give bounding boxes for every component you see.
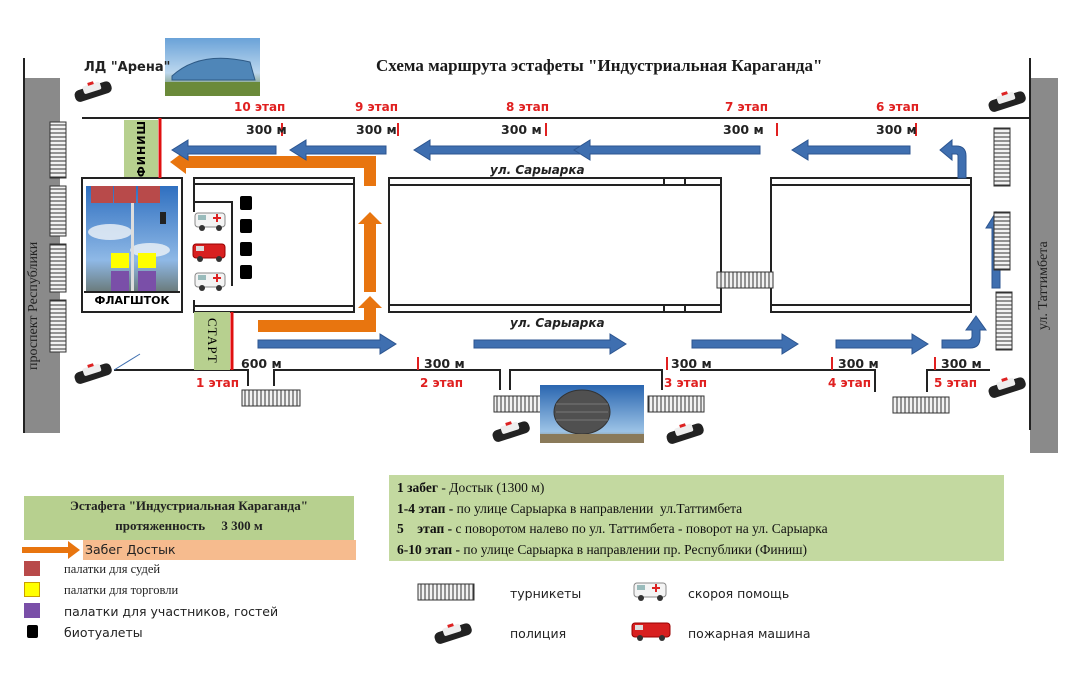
- arena-label: ЛД "Арена": [84, 60, 171, 75]
- arena-photo: [165, 38, 260, 96]
- police-car-icon: [74, 363, 112, 384]
- dostyk-run-route: [170, 150, 382, 332]
- stage-label: 4 этап: [828, 376, 871, 390]
- legend-title: Эстафета "Индустриальная Караганда": [70, 498, 308, 513]
- street-outline: [82, 117, 1030, 392]
- stage-label: 1 этап: [196, 376, 239, 390]
- legend-title-box: Эстафета "Индустриальная Караганда" прот…: [24, 496, 354, 540]
- block-flagpole: [81, 177, 183, 313]
- turnstile-icon: [417, 583, 475, 601]
- right-road-label: ул. Таттимбета: [1036, 241, 1051, 330]
- legend-item: палатки для судей: [64, 562, 161, 576]
- turnstile-icon: [49, 185, 67, 237]
- turnstile-icon: [716, 271, 774, 289]
- legend-icon-label: пожарная машина: [688, 626, 811, 641]
- stage-distance: 300 м: [876, 122, 917, 137]
- page-title: Схема маршрута эстафеты "Индустриальная …: [376, 56, 823, 75]
- guest-tent: [111, 271, 129, 291]
- desc-line: 1-4 этап - по улице Сарыарка в направлен…: [397, 500, 743, 516]
- legend-item: биотуалеты: [64, 625, 143, 640]
- relay-arrows-top: [171, 138, 967, 179]
- street-label-bottom: ул. Сарыарка: [510, 316, 605, 330]
- police-car-icon: [988, 91, 1026, 112]
- judges-tent: [138, 186, 160, 203]
- turnstile-icon: [49, 243, 67, 293]
- block-3: [770, 177, 972, 313]
- police-car-icon: [492, 421, 530, 442]
- stage-distance: 300 м: [246, 122, 287, 137]
- orange-arrow-icon: [22, 541, 80, 559]
- legend-item: палатки для торговли: [64, 583, 179, 597]
- police-car-icon: [434, 623, 472, 644]
- right-road: [1029, 58, 1058, 453]
- turnstile-icon: [892, 396, 950, 414]
- stage-distance: 300 м: [671, 356, 712, 371]
- stage-distance: 300 м: [838, 356, 879, 371]
- legend-item: палатки для участников, гостей: [64, 604, 279, 619]
- judges-tent-swatch: [24, 561, 40, 576]
- stage-label: 7 этап: [725, 100, 768, 114]
- building-photo: [540, 385, 644, 443]
- judges-tent: [114, 186, 136, 203]
- biotoilets: [240, 196, 252, 279]
- stage-label: 3 этап: [664, 376, 707, 390]
- block-2: [388, 177, 722, 313]
- police-car-icon: [666, 423, 704, 444]
- legend-icon-label: полиция: [510, 626, 567, 641]
- turnstile-icon: [647, 395, 705, 413]
- stage-ticks: [281, 123, 936, 370]
- desc-line: 6-10 этап - по улице Сарыарка в направле…: [397, 541, 807, 557]
- stage-label: 6 этап: [876, 100, 919, 114]
- legend-icon-label: скороя помощь: [688, 586, 790, 601]
- start-marker: СТАРТ: [194, 312, 230, 370]
- left-road-label: проспект Республики: [26, 241, 41, 370]
- stage-label: 9 этап: [355, 100, 398, 114]
- police-car-icon: [988, 377, 1026, 398]
- ambulance-icon: [633, 582, 667, 601]
- police-car-icon: [74, 81, 112, 102]
- turnstile-icon: [493, 395, 543, 413]
- legend-run-label: Забег Достык: [83, 540, 356, 560]
- turnstiles: [49, 121, 1013, 414]
- stage-distance: 300 м: [356, 122, 397, 137]
- stage-label: 10 этап: [234, 100, 286, 114]
- trade-tent: [138, 253, 156, 268]
- stage-label: 2 этап: [420, 376, 463, 390]
- turnstile-icon: [993, 211, 1011, 271]
- turnstile-icon: [49, 299, 67, 353]
- guest-tent-swatch: [24, 603, 40, 618]
- judges-tent: [91, 186, 113, 203]
- turnstile-icon: [49, 121, 67, 179]
- finish-marker: ФИНИШ: [124, 120, 158, 177]
- desc-line: 5 этап - с поворотом налево по ул. Татти…: [397, 521, 828, 536]
- turnstile-icon: [995, 291, 1013, 351]
- stage-label: 5 этап: [934, 376, 977, 390]
- ambulance-icon: [194, 212, 226, 231]
- route-description: 1 забег - Достык (1300 м) 1-4 этап - по …: [389, 475, 1004, 561]
- flagpole-label: ФЛАГШТОК: [94, 294, 170, 307]
- biotoilet-swatch: [27, 625, 38, 638]
- legend-icon-label: турникеты: [510, 586, 582, 601]
- trade-tent: [111, 253, 129, 268]
- fire-truck-icon: [192, 243, 226, 262]
- stage-label: 8 этап: [506, 100, 549, 114]
- block-1: [193, 177, 355, 313]
- police-cars: [74, 81, 1026, 444]
- ambulance-icon: [194, 272, 226, 291]
- trade-tent-swatch: [24, 582, 40, 597]
- turnstile-icon: [993, 127, 1011, 187]
- guest-tent: [138, 271, 156, 291]
- turnstile-icon: [241, 389, 301, 407]
- desc-line: 1 забег - Достык (1300 м): [397, 480, 545, 495]
- stage-distance: 300 м: [723, 122, 764, 137]
- stage-distance: 300 м: [941, 356, 982, 371]
- fire-truck-icon: [631, 622, 671, 641]
- stage-distance: 600 м: [241, 356, 282, 371]
- street-label-top: ул. Сарыарка: [490, 163, 585, 177]
- stage-distance: 300 м: [501, 122, 542, 137]
- legend-length: протяженность 3 300 м: [115, 518, 263, 533]
- stage-distance: 300 м: [424, 356, 465, 371]
